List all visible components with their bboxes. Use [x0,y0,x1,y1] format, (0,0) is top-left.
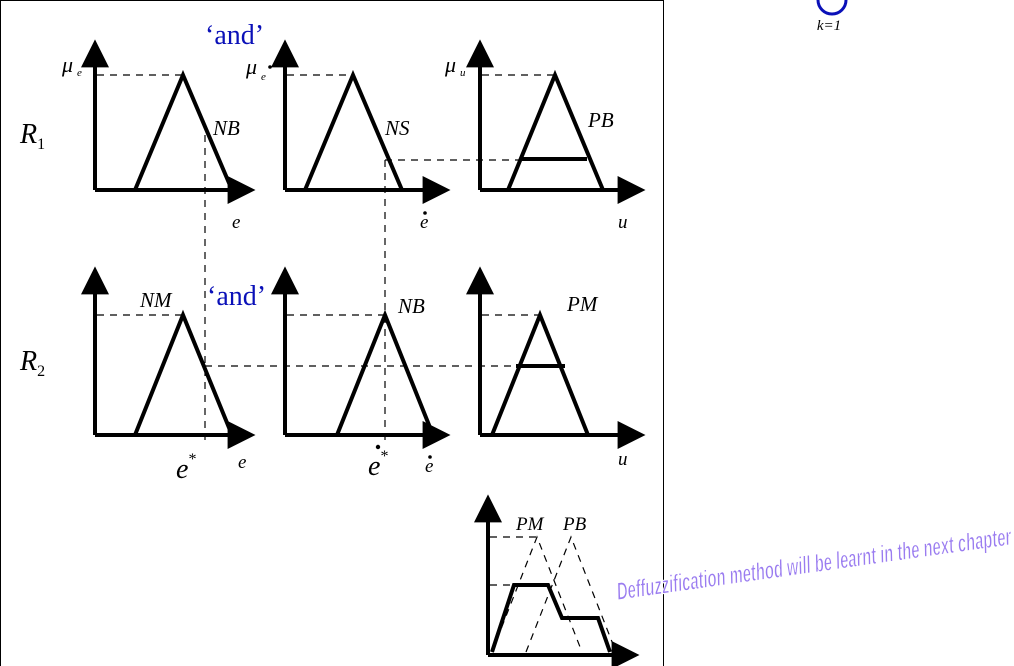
r2-output-plot [466,266,646,449]
r1-change-plot [271,39,451,204]
r2-error-axis-label: e [238,452,246,473]
r1-output-set-label: PB [587,108,614,132]
sum-limit-label: k=1 [817,18,841,34]
aggregate-set-label-a: PM [515,514,545,535]
and-connective-rule-1: ‘and’ [205,20,264,51]
inference-guides [204,135,522,440]
r1-change-mu-dot [268,65,272,69]
r1-change-set-label: NS [384,116,410,140]
r2-change-axis-dot [428,455,432,459]
r1-change-axis-label: e [420,212,428,233]
r1-error-axis-label: e [232,212,240,233]
r1-output-axis-label: u [618,212,628,233]
r1-output-plot [466,39,646,204]
and-connective-rule-2: ‘and’ [207,281,266,312]
r2-error-set-label: NM [139,288,173,312]
rule-1-label: R1 [19,119,45,153]
r2-change-star-label: e* [368,448,388,482]
r1-error-plot [81,39,256,204]
r2-error-star-label: e* [176,451,196,485]
r2-change-set-label: NB [397,294,425,318]
r2-output-set-label: PM [566,292,599,316]
r1-change-axis-dot [423,211,427,215]
r1-error-set-label: NB [212,116,240,140]
aggregate-guides [490,535,617,653]
defuzzification-note: Deffuzzification method will be learnt i… [615,523,1014,606]
rule-2-label: R2 [19,346,45,380]
diagram-frame [0,0,664,666]
aggregate-plot [474,494,640,666]
sum-circle-arc [816,0,848,16]
r2-change-star-dot [375,444,381,450]
r2-output-axis-label: u [618,449,628,470]
r2-error-plot [81,266,256,449]
aggregate-set-label-b: PB [562,514,587,535]
r2-change-axis-label: e [425,456,433,477]
